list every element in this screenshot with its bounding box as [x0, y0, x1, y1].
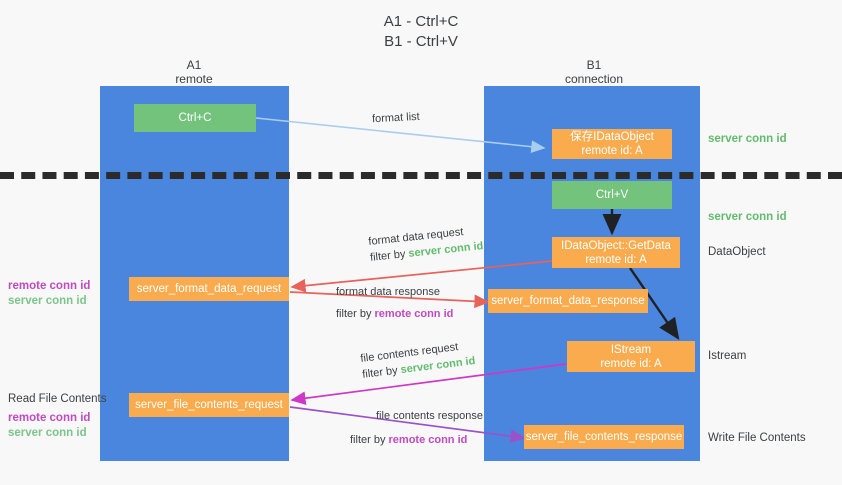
node-istream[interactable]: IStream remote id: A: [567, 341, 695, 372]
annotation-istream: Istream: [708, 350, 747, 362]
annotation-write-file-contents: Write File Contents: [708, 432, 806, 444]
node-save-idataobject-line2: remote id: A: [581, 145, 643, 157]
edge-label-file-contents-response-text: file contents response: [376, 410, 484, 422]
filter-prefix: filter by: [361, 364, 402, 381]
filter-prefix: filter by: [369, 247, 410, 264]
edge-label-format-list: format list: [371, 110, 420, 126]
title-line-1: A1 - Ctrl+C: [383, 13, 459, 30]
legend-server-conn-id-lower: server conn id: [8, 427, 87, 439]
node-server-format-data-response[interactable]: server_format_data_response: [488, 289, 648, 313]
column-header-b1: B1 connection: [494, 58, 694, 86]
node-ctrl-c-label: Ctrl+C: [178, 112, 212, 124]
annotation-read-file-contents: Read File Contents: [8, 393, 107, 405]
phase-divider: [0, 172, 842, 179]
filter-prefix: filter by: [336, 308, 375, 320]
edge-label-format-data-response-filter: filter by remote conn id: [336, 306, 453, 322]
legend-conn-ids-upper: remote conn id server conn id: [8, 279, 90, 309]
node-save-idataobject-line1: 保存IDataObject: [570, 131, 654, 143]
annotation-server-conn-id-top: server conn id: [708, 133, 787, 145]
node-server-format-data-response-label: server_format_data_response: [491, 295, 645, 307]
node-server-file-contents-response[interactable]: server_file_contents_response: [524, 425, 684, 449]
node-istream-line2: remote id: A: [600, 357, 662, 370]
node-idataobject-getdata[interactable]: IDataObject::GetData remote id: A: [552, 237, 680, 268]
edge-label-file-contents-request: file contents request filter by server c…: [359, 337, 476, 383]
legend-remote-conn-id-upper: remote conn id: [8, 280, 91, 292]
column-b1-role: connection: [564, 72, 624, 86]
column-b1-name: B1: [586, 58, 602, 72]
filter-key-remote-conn-id: remote conn id: [374, 308, 454, 320]
column-a1-role: remote: [175, 72, 213, 86]
legend-conn-ids-lower: remote conn id server conn id: [8, 411, 90, 441]
node-save-idataobject[interactable]: 保存IDataObject remote id: A: [552, 129, 672, 159]
node-server-file-contents-response-label: server_file_contents_response: [525, 431, 683, 443]
filter-key-remote-conn-id: remote conn id: [388, 434, 468, 446]
edge-label-format-data-request: format data request filter by server con…: [368, 222, 484, 266]
edge-label-format-data-response-text: format data response: [336, 286, 440, 298]
edge-label-file-contents-response: file contents response filter by remote …: [350, 408, 484, 448]
column-header-a1: A1 remote: [94, 58, 294, 86]
edge-label-format-data-response: format data response filter by remote co…: [336, 284, 453, 322]
node-server-format-data-request[interactable]: server_format_data_request: [129, 277, 289, 301]
column-a1-name: A1: [186, 58, 202, 72]
node-server-format-data-request-label: server_format_data_request: [136, 283, 282, 295]
node-server-file-contents-request-label: server_file_contents_request: [135, 399, 283, 411]
node-ctrl-v-label: Ctrl+V: [595, 189, 629, 201]
node-getdata-line2: remote id: A: [585, 253, 647, 266]
node-getdata-line1: IDataObject::GetData: [561, 239, 671, 252]
title-line-2: B1 - Ctrl+V: [384, 33, 458, 50]
node-istream-line1: IStream: [610, 343, 652, 356]
node-server-file-contents-request[interactable]: server_file_contents_request: [129, 393, 289, 417]
legend-server-conn-id-upper: server conn id: [8, 295, 87, 307]
node-ctrl-c[interactable]: Ctrl+C: [134, 104, 256, 132]
edge-label-file-contents-response-filter: filter by remote conn id: [350, 432, 483, 448]
filter-prefix: filter by: [350, 434, 389, 446]
legend-remote-conn-id-lower: remote conn id: [8, 412, 91, 424]
annotation-server-conn-id-mid: server conn id: [708, 211, 787, 223]
annotation-dataobject: DataObject: [708, 246, 766, 258]
node-ctrl-v[interactable]: Ctrl+V: [552, 181, 672, 209]
